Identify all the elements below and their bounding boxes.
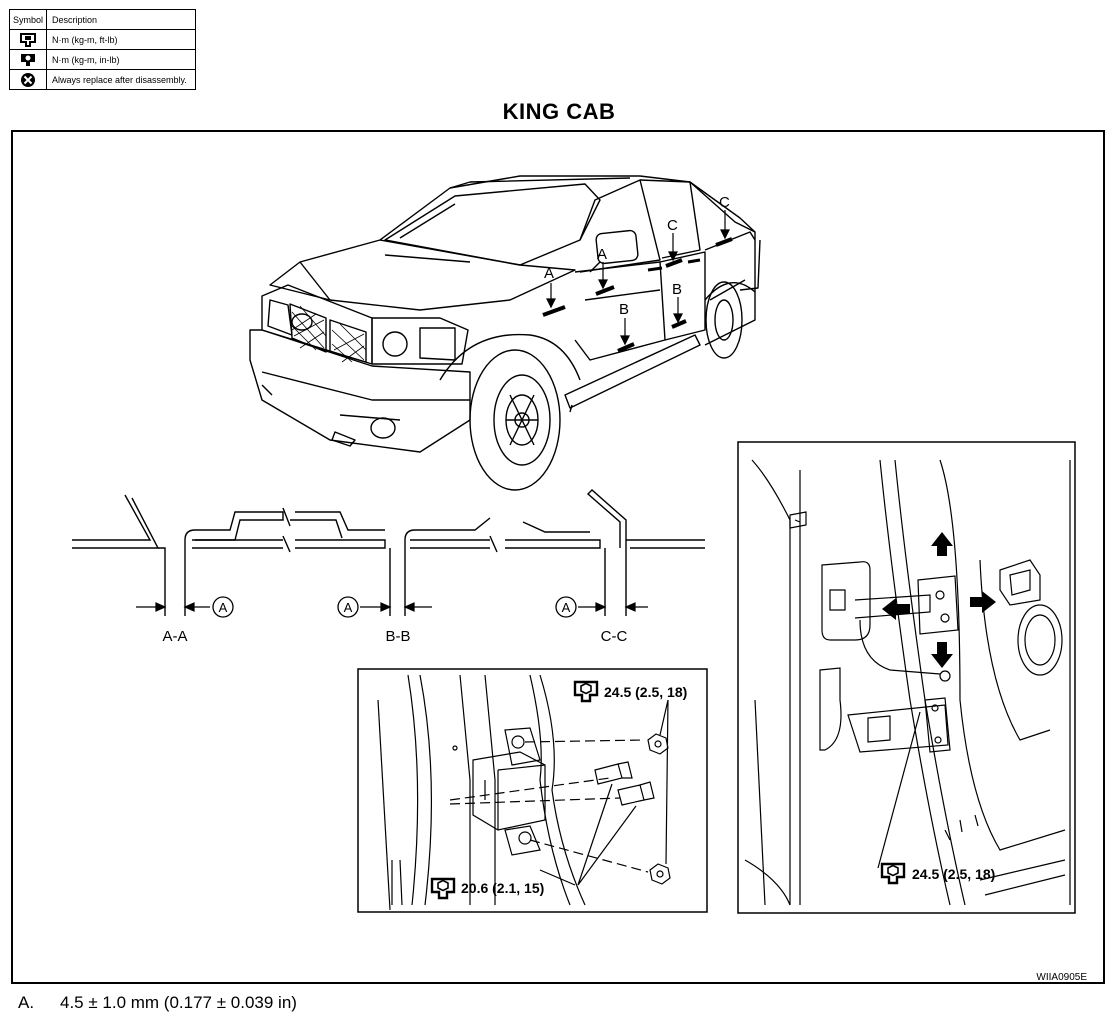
truck-label-b: B: [619, 301, 629, 318]
section-labels: A-A B-B C-C: [162, 628, 627, 645]
section-profiles: [72, 489, 705, 616]
adjustment-arrows: [882, 532, 996, 668]
torque-spec-left-nut: 24.5 (2.5, 18): [573, 680, 687, 703]
arrow-down-icon: [931, 642, 953, 668]
truck-label-b: B: [672, 281, 682, 298]
diagram-frame: [11, 130, 1105, 984]
marker-b-rear: [671, 319, 687, 329]
section-dimension-arrows: [136, 602, 648, 612]
footnote-key: A.: [18, 993, 35, 1012]
footnote-text: 4.5 ± 1.0 mm (0.177 ± 0.039 in): [60, 993, 297, 1012]
figure-id: WIIA0905E: [1036, 972, 1087, 983]
marker-c-rear: [715, 237, 733, 247]
arrow-left-icon: [882, 598, 910, 620]
truck-illustration: [249, 175, 761, 491]
legend-row: N·m (kg-m, ft-lb): [9, 29, 196, 50]
torque-spec-left-bolt: 20.6 (2.1, 15): [430, 877, 544, 900]
marker-b-front: [617, 342, 635, 353]
truck-label-a: A: [544, 265, 554, 282]
truck-label-c: C: [667, 217, 678, 234]
legend-description: Always replace after disassembly.: [46, 69, 196, 90]
replace-part-icon: [21, 72, 35, 87]
door-detail-drawing: [744, 459, 1071, 906]
section-label-bb: B-B: [385, 628, 410, 645]
truck-callouts: A A B B C C: [544, 194, 730, 318]
section-markers: [542, 210, 733, 353]
hinge-detail-panel: [357, 668, 708, 913]
legend-row: Always replace after disassembly.: [9, 69, 196, 90]
section-callout-a: A: [344, 600, 353, 615]
legend-row: N·m (kg-m, in-lb): [9, 49, 196, 70]
torque-wrench-icon: [20, 32, 36, 47]
page-title: KING CAB: [502, 99, 616, 124]
section-callout-circles: [212, 596, 577, 618]
marker-a-rear: [595, 285, 615, 296]
marker-a-front: [542, 305, 566, 317]
truck-label-a: A: [597, 246, 607, 263]
hinge-detail-drawing: [377, 674, 671, 911]
section-label-aa: A-A: [162, 628, 187, 645]
torque-wrench-inlb-icon: [21, 53, 35, 66]
truck-label-c: C: [719, 194, 730, 211]
torque-value: 24.5 (2.5, 18): [912, 866, 995, 882]
marker-c-front: [665, 258, 683, 268]
torque-value: 20.6 (2.1, 15): [461, 880, 544, 896]
section-callouts: A A A: [219, 600, 571, 615]
section-callout-a: A: [219, 600, 228, 615]
section-label-cc: C-C: [601, 628, 628, 645]
symbol-legend: Symbol Description N·m (kg-m, ft-lb) N·m…: [9, 9, 196, 90]
section-callout-a: A: [562, 600, 571, 615]
torque-spec-right-bolt: 24.5 (2.5, 18): [880, 862, 995, 885]
torque-value: 24.5 (2.5, 18): [604, 684, 687, 700]
footnote: A. 4.5 ± 1.0 mm (0.177 ± 0.039 in): [18, 993, 297, 1013]
arrow-up-icon: [931, 532, 953, 556]
arrow-right-icon: [970, 591, 996, 613]
